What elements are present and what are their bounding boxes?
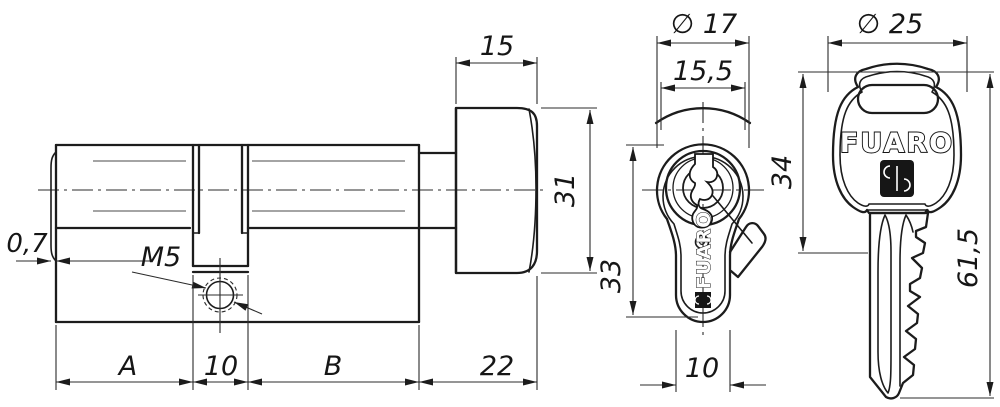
- keyway: [688, 153, 719, 229]
- dim-head-height: 34: [767, 155, 798, 189]
- face-screw: [694, 234, 710, 250]
- cam-slot: [191, 143, 250, 274]
- dim-knob-length: 22: [480, 351, 514, 382]
- key-blade: [868, 211, 930, 400]
- blade-groove: [877, 214, 892, 394]
- dim-head-diameter: ∅ 25: [857, 9, 923, 40]
- side-view-dimensions: 15 31 0,7 M5 A 10 B 22: [6, 31, 597, 390]
- dim-knob-width: 15: [480, 31, 514, 62]
- cam-lever: [728, 221, 767, 279]
- dim-b: B: [324, 351, 343, 382]
- euro-profile-chamfer: [662, 155, 744, 314]
- dim-screw-thread: M5: [141, 242, 181, 273]
- front-view-dimensions: ∅ 17 15,5 33 10: [596, 9, 766, 392]
- key-head-inner-contour: [839, 70, 955, 207]
- dim-body-width: 10: [685, 353, 719, 384]
- front-profile-view: FUARO ∅ 17 15,5 33 10: [596, 9, 767, 392]
- key-view: FUARO ∅ 25 34 61,5: [767, 9, 994, 400]
- dim-knob-diameter: 31: [550, 173, 581, 207]
- dim-face-width: 15,5: [673, 56, 733, 87]
- key-head-outline: [831, 62, 963, 215]
- plug-face-step: [50, 151, 57, 262]
- knob-arc-behind: [654, 107, 752, 125]
- euro-profile-outline: [655, 143, 751, 324]
- dim-total-length: 61,5: [953, 228, 984, 288]
- m5-leader: [131, 271, 207, 289]
- keyway-diagonal: [712, 195, 753, 244]
- front-brand-label: FUARO: [693, 211, 715, 289]
- cylinder-body-outline: [50, 143, 421, 324]
- knob-face-edge: [528, 108, 537, 273]
- side-view-cylinder: 15 31 0,7 M5 A 10 B 22: [6, 31, 597, 390]
- dim-a: A: [117, 351, 137, 382]
- key-hang-hole: [856, 83, 940, 115]
- dim-profile-height: 33: [596, 259, 627, 293]
- dim-barrel-diameter: ∅ 17: [671, 9, 737, 40]
- thumbturn-knob: [417, 106, 539, 275]
- m5-screw-hole: [131, 258, 263, 333]
- key-view-dimensions: ∅ 25 34 61,5: [767, 9, 994, 399]
- front-brand-logo: [695, 292, 711, 308]
- dim-center-10: 10: [204, 351, 238, 382]
- key-brand-label: FUARO: [840, 128, 954, 159]
- blade-groove-2: [899, 214, 914, 387]
- dim-face-step: 0,7: [6, 229, 48, 259]
